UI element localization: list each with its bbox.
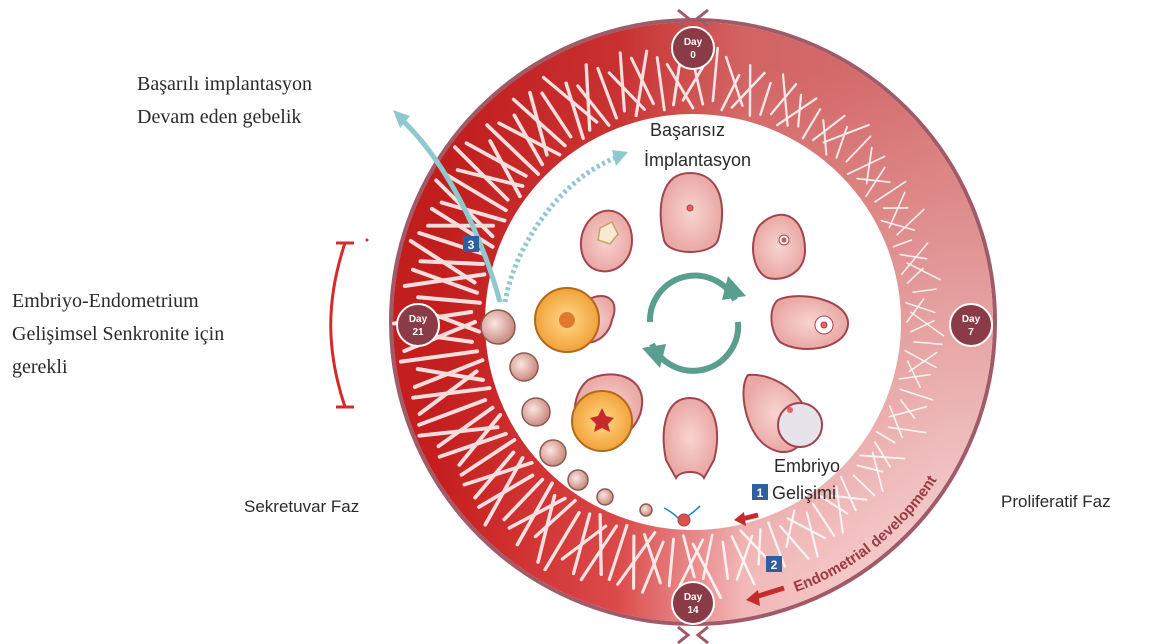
day-0-badge: Day 0	[672, 27, 714, 69]
cell-top-right	[753, 215, 805, 279]
day-14-label: Day	[684, 592, 703, 603]
failed-label-line1: Başarısız	[650, 120, 725, 140]
embryo-label-line2: Gelişimi	[772, 483, 836, 503]
success-label-line2: Devam eden gebelik	[137, 106, 301, 128]
oocyte-shell	[778, 403, 822, 447]
day-21-label: Day	[409, 314, 428, 325]
blastocyst-lower	[572, 391, 632, 451]
morula	[522, 398, 550, 426]
step-1-badge: 1	[752, 484, 768, 500]
svg-text:1: 1	[757, 486, 764, 500]
secretory-phase-label: Sekretuvar Faz	[244, 497, 359, 516]
sync-label-line1: Embriyo-Endometrium	[12, 290, 199, 312]
sync-label-line3: gerekli	[12, 356, 68, 378]
cell-top	[661, 173, 722, 252]
cleavage-2cell	[597, 489, 613, 505]
day-14-value: 14	[687, 605, 699, 616]
gland-stroke	[600, 515, 601, 575]
day-0-value: 0	[690, 50, 696, 61]
success-label-line1: Başarılı implantasyon	[137, 73, 312, 95]
bottom-cycle-marker	[678, 627, 708, 643]
hatching-blastocyst	[481, 310, 515, 344]
day-0-label: Day	[684, 37, 703, 48]
cleavage-4cell	[568, 470, 588, 490]
cell-bottom	[664, 398, 717, 478]
proliferative-phase-label: Proliferatif Faz	[1001, 492, 1111, 511]
day-21-badge: Day 21	[397, 304, 439, 346]
day-14-badge: Day 14	[672, 582, 714, 624]
day-7-badge: Day 7	[950, 304, 992, 346]
embryo-label-line1: Embriyo	[774, 456, 840, 476]
cleavage-8cell	[540, 440, 566, 466]
step-3-badge: 3	[463, 236, 479, 252]
zygote	[640, 504, 652, 516]
day-21-value: 21	[412, 327, 424, 338]
svg-text:2: 2	[771, 558, 778, 572]
morula-large	[510, 353, 538, 381]
svg-text:3: 3	[468, 238, 475, 252]
step-2-badge: 2	[766, 556, 782, 572]
failed-label-line2: İmplantasyon	[644, 150, 751, 170]
bracket-dot	[366, 239, 369, 242]
synchrony-bracket	[331, 243, 354, 407]
day-7-label: Day	[962, 314, 981, 325]
gland-stroke	[421, 261, 483, 264]
sync-label-line2: Gelişimsel Senkronite için	[12, 323, 224, 345]
day-7-value: 7	[968, 327, 974, 338]
blastocyst-upper	[535, 288, 599, 352]
